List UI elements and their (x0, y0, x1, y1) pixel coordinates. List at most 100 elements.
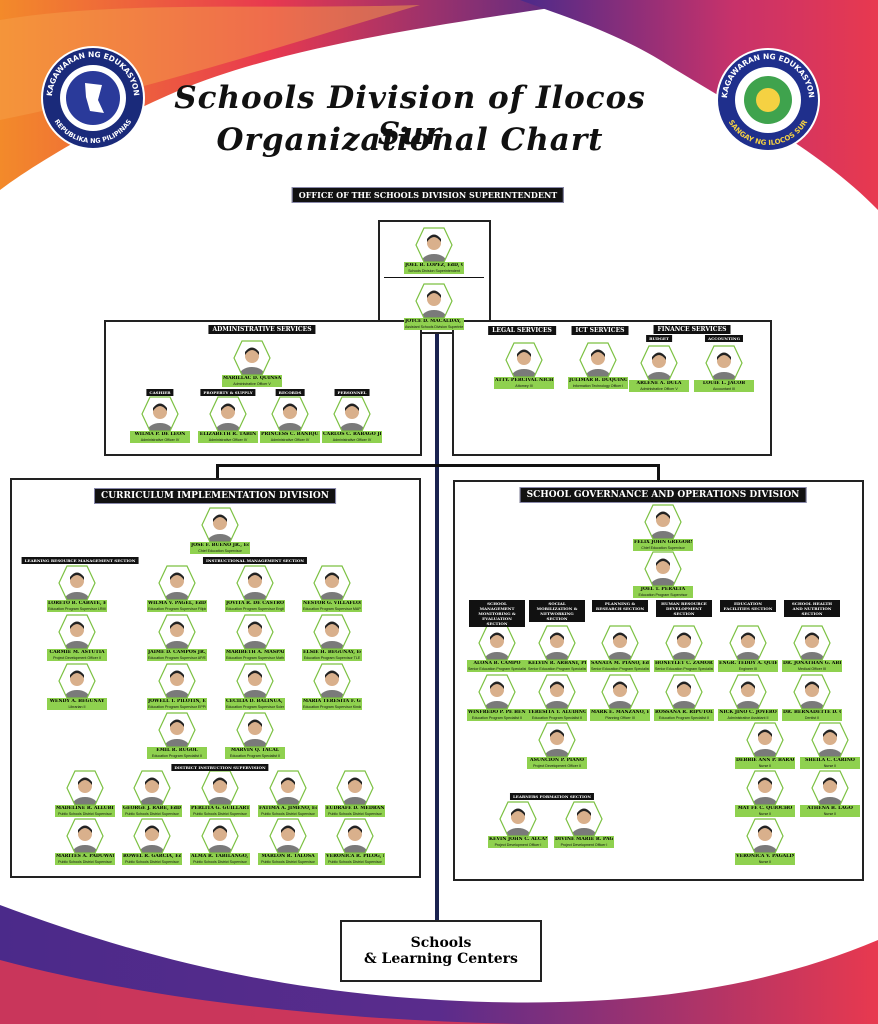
staff-name: NESTOR G. VILLAFLOR (303, 601, 361, 606)
profile-photo-hexagon (644, 504, 682, 540)
office-label: OFFICE OF THE SCHOOLS DIVISION SUPERINTE… (291, 187, 565, 203)
name-plate: DEBBIE ANN P. BARAORNurse II (735, 757, 795, 769)
learners-formation-heading: LEARNERS FORMATION SECTION (509, 793, 595, 800)
cid-heading: CURRICULUM IMPLEMENTATION DIVISION (94, 488, 336, 504)
staff-name: MAY FE C. QUIOCHO (737, 806, 793, 811)
staff-card: DR. BERNADETTE D. GARCIADentist II (782, 674, 842, 721)
profile-photo-hexagon (133, 818, 171, 854)
staff-position: Senior Education Program Specialist (528, 666, 586, 671)
name-plate: MARILLAC D. QUINSAATAdministrative Offic… (222, 375, 282, 387)
profile-photo-hexagon (233, 340, 271, 376)
staff-name: EMIL R. RUGOL (156, 748, 198, 753)
profile-photo-hexagon (58, 663, 96, 699)
staff-card: CARLOS C. RABAGO JR.Administrative Offic… (322, 396, 382, 443)
staff-card: MARIBETH A. MASPALI, PhDEducation Progra… (225, 614, 285, 661)
staff-name: CECILIA D. BALINUA, EdD (226, 699, 284, 704)
footer-line2: & Learning Centers (364, 951, 518, 967)
profile-photo-hexagon (336, 770, 374, 806)
staff-name: JOWELL T. PILOTIN, EdD (148, 699, 206, 704)
staff-name: CARLOS C. RABAGO JR. (323, 432, 381, 437)
staff-position: Education Program Supervisor Science (226, 704, 284, 709)
sgod-section-heading: EDUCATION FACILITIES SECTION (720, 600, 776, 612)
profile-photo-hexagon (793, 625, 831, 661)
name-plate: MARK E. MANZANO, EdDPlanning Officer III (590, 709, 650, 721)
staff-name: ALMA R. TABILANGO, EdD (191, 854, 249, 859)
staff-position: Administrative Officer V (233, 381, 271, 386)
staff-position: Administrative Officer IV (140, 437, 180, 442)
staff-name: LORETO B. CABATE, EdD (48, 601, 106, 606)
profile-photo-hexagon (133, 770, 171, 806)
staff-name: MARILLAC D. QUINSAAT (223, 376, 281, 381)
staff-name: JOSE F. BUENO JR., EdD (191, 543, 249, 548)
staff-name: TERESITA T. ALUDINO (528, 710, 586, 715)
staff-name: MARLON R. TALOSA (261, 854, 315, 859)
profile-photo-hexagon (415, 283, 453, 319)
staff-card: MARILLAC D. QUINSAATAdministrative Offic… (222, 340, 282, 387)
profile-photo-hexagon (665, 625, 703, 661)
division-connector (217, 464, 660, 467)
staff-name: DR. JONATHAN G. ABELAO (783, 661, 841, 666)
staff-card: DIVINE MARIE R. PAGUIRIGANProject Develo… (554, 801, 614, 848)
profile-photo-hexagon (415, 227, 453, 263)
profile-photo-hexagon (705, 345, 743, 381)
name-plate: CARLOS C. RABAGO JR.Administrative Offic… (322, 431, 382, 443)
footer-line1: Schools (410, 935, 472, 951)
staff-position: Public Schools District Supervisor (58, 859, 112, 864)
staff-position: Education Program Specialist II (531, 715, 583, 720)
staff-position: Librarian II (68, 704, 86, 709)
page-subtitle: Organizational Chart (216, 122, 604, 158)
profile-photo-hexagon (565, 801, 603, 837)
profile-photo-hexagon (505, 342, 543, 378)
staff-position: Nurse II (823, 811, 837, 816)
staff-position: Education Program Specialist II (229, 753, 281, 758)
profile-photo-hexagon (746, 818, 784, 854)
profile-photo-hexagon (746, 770, 784, 806)
profile-photo-hexagon (236, 614, 274, 650)
staff-position: Attorney III (515, 383, 533, 388)
staff-card: JOEL B. LOPEZ, EdD, CESO IVSchools Divis… (404, 227, 464, 274)
sgod-section-heading: SCHOOL MANAGEMENT MONITORING & EVALUATIO… (469, 600, 525, 627)
staff-name: ATTY. PERCIVAL NICHOLAS C. TAN (495, 378, 553, 383)
staff-position: Education Program Specialist II (658, 715, 710, 720)
staff-position: Public Schools District Supervisor (261, 811, 315, 816)
staff-name: JULIMAR B. DUQUINO (569, 378, 627, 383)
staff-card: KEVIN JOHN C. ALCANTARAProject Developme… (488, 801, 548, 848)
legal-services-heading: LEGAL SERVICES (488, 326, 556, 335)
staff-name: ELIZABETH R. TABIN (199, 432, 257, 437)
staff-name: MARITES A. PADUWAY, EdD (56, 854, 114, 859)
staff-name: EUDRAFE D. MEDRANO, EdD (326, 806, 384, 811)
profile-photo-hexagon (209, 396, 247, 432)
staff-position: Education Program Supervisor Kinder & Mu… (303, 704, 361, 709)
staff-position: Education Program Supervisor TLE (303, 655, 361, 660)
profile-photo-hexagon (333, 396, 371, 432)
